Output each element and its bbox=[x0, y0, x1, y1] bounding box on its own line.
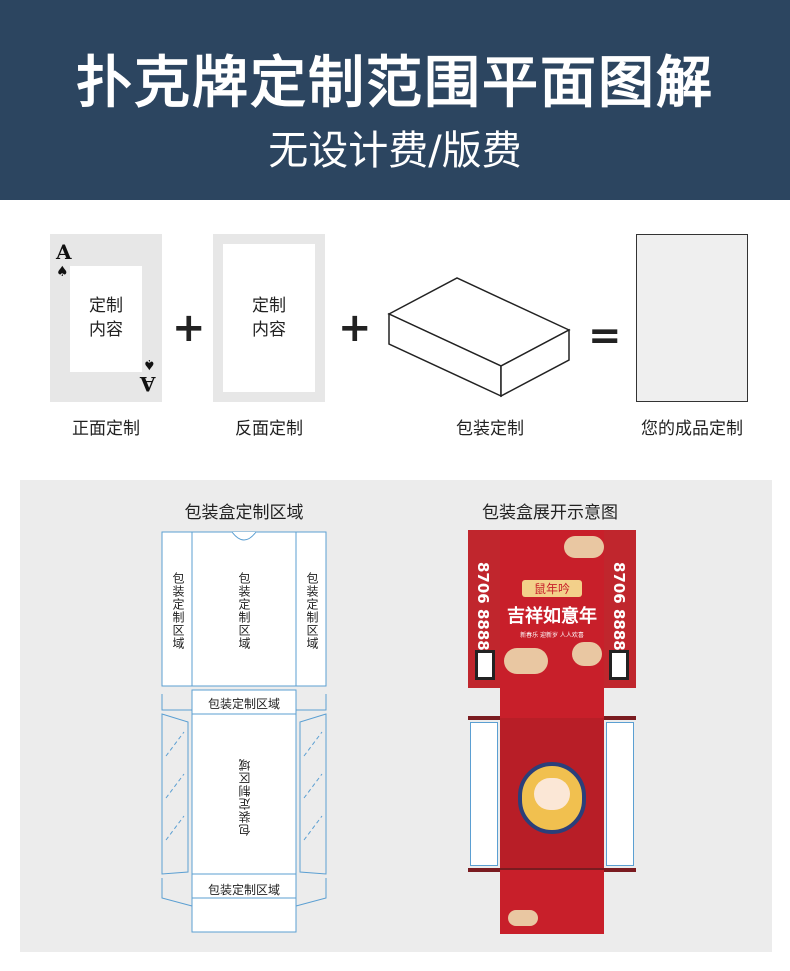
packaging-section bbox=[20, 480, 772, 952]
spade-icon: ♠ bbox=[56, 264, 69, 280]
cloud-decoration bbox=[508, 910, 538, 926]
printed-box-sample: 8706 8888 8706 8888 鼠年吟 吉祥如意年 新春乐 迎新岁 人人… bbox=[468, 530, 636, 938]
year-badge: 鼠年吟 bbox=[522, 580, 582, 597]
front-content-line1: 定制 bbox=[89, 296, 123, 316]
box-caption: 包装定制 bbox=[456, 419, 524, 439]
result-caption: 您的成品定制 bbox=[641, 419, 743, 439]
front-content-line2: 内容 bbox=[89, 320, 123, 340]
cloud-decoration bbox=[504, 648, 548, 674]
back-content-line2: 内容 bbox=[252, 320, 286, 340]
back-card-content-area: 定制 内容 bbox=[223, 244, 315, 392]
sample-slogan: 新春乐 迎新岁 人人欢喜 bbox=[520, 632, 584, 639]
plus-sign: + bbox=[338, 305, 372, 351]
top-strip-label: 包装定制区域 bbox=[207, 697, 280, 711]
bottom-strip-label: 包装定制区域 bbox=[207, 883, 280, 897]
sample-headline: 吉祥如意年 bbox=[507, 606, 597, 627]
card-rank-top: A bbox=[56, 240, 72, 264]
phone-number-right: 8706 8888 bbox=[610, 562, 628, 651]
front-caption: 正面定制 bbox=[72, 419, 140, 439]
cloud-decoration bbox=[564, 536, 604, 558]
box-illustration bbox=[387, 277, 571, 398]
left-flap-label: 包装定制区域 bbox=[171, 572, 185, 650]
spade-icon: ♠ bbox=[143, 356, 156, 372]
page-title: 扑克牌定制范围平面图解 bbox=[76, 51, 714, 116]
left-section-title: 包装盒定制区域 bbox=[184, 503, 304, 523]
dashed-flap-right bbox=[606, 722, 634, 866]
front-card: A ♠ 定制 内容 ♠ A bbox=[50, 234, 162, 402]
box-dieline bbox=[161, 531, 327, 933]
card-rank-bottom: A bbox=[140, 372, 156, 396]
phone-number-left: 8706 8888 bbox=[474, 562, 492, 651]
equals-sign: = bbox=[588, 313, 622, 359]
qr-code-icon bbox=[475, 650, 495, 680]
bottom-strip bbox=[500, 870, 604, 904]
back-content-line1: 定制 bbox=[252, 296, 286, 316]
back-card: 定制 内容 bbox=[213, 234, 325, 402]
cloud-decoration bbox=[572, 642, 602, 666]
qr-code-icon bbox=[609, 650, 629, 680]
right-flap-label: 包装定制区域 bbox=[305, 572, 319, 650]
front-panel-label: 包装定制区域 bbox=[237, 572, 251, 650]
top-strip bbox=[500, 688, 604, 718]
dashed-flap-left bbox=[470, 722, 498, 866]
front-card-content-area: 定制 内容 bbox=[70, 266, 142, 372]
mascot-face bbox=[534, 778, 570, 810]
result-product-box bbox=[636, 234, 748, 402]
plus-sign: + bbox=[172, 305, 206, 351]
right-section-title: 包装盒展开示意图 bbox=[482, 503, 618, 523]
back-caption: 反面定制 bbox=[235, 419, 303, 439]
header-banner: 扑克牌定制范围平面图解 无设计费/版费 bbox=[0, 0, 790, 200]
page-subtitle: 无设计费/版费 bbox=[268, 128, 522, 174]
back-panel-label: 包装定制区域 bbox=[238, 758, 252, 836]
